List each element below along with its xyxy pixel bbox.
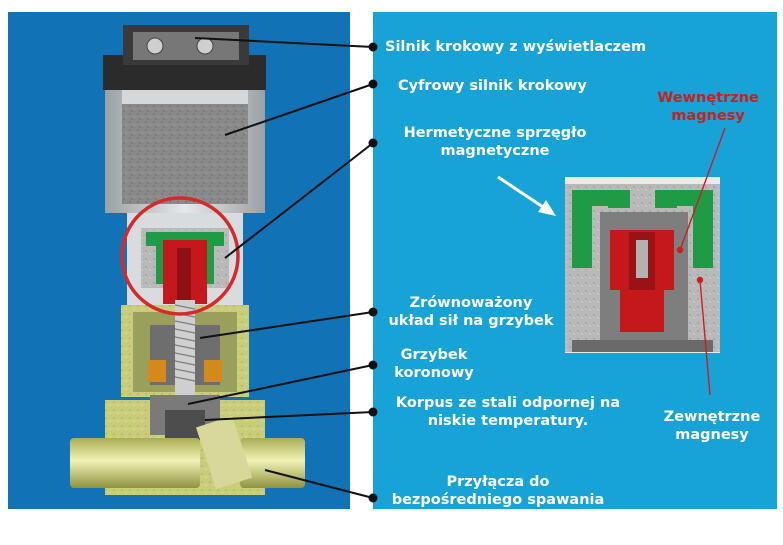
label-magnetic-coupling: Hermetyczne sprzęgło magnetyczne <box>386 124 604 160</box>
label-body-line2: niskie temperatury. <box>380 412 636 430</box>
label-inner-magnets: Wewnętrzne magnesy <box>648 89 768 125</box>
label-inner-line2: magnesy <box>648 107 768 125</box>
label-magnetic-coupling-line2: magnetyczne <box>386 142 604 160</box>
label-cone-line1: Grzybek <box>386 346 482 364</box>
label-crown-cone: Grzybek koronowy <box>386 346 482 382</box>
label-balanced-forces: Zrównoważony układ sił na grzybek <box>380 294 562 330</box>
label-conn-line2: bezpośredniego spawania <box>380 491 616 509</box>
label-inner-line1: Wewnętrzne <box>648 89 768 107</box>
label-outer-magnets: Zewnętrzne magnesy <box>652 408 772 444</box>
label-magnetic-coupling-line1: Hermetyczne sprzęgło <box>386 124 604 142</box>
label-body-line1: Korpus ze stali odpornej na <box>380 394 636 412</box>
label-body-steel: Korpus ze stali odpornej na niskie tempe… <box>380 394 636 430</box>
label-balanced-line1: Zrównoważony <box>380 294 562 312</box>
label-stepper-display: Silnik krokowy z wyświetlaczem <box>385 38 646 56</box>
label-outer-line1: Zewnętrzne <box>652 408 772 426</box>
label-cone-line2: koronowy <box>386 364 482 382</box>
label-balanced-line2: układ sił na grzybek <box>380 312 562 330</box>
label-digital-stepper: Cyfrowy silnik krokowy <box>398 77 587 95</box>
label-weld-connections: Przyłącza do bezpośredniego spawania <box>380 473 616 509</box>
label-outer-line2: magnesy <box>652 426 772 444</box>
label-conn-line1: Przyłącza do <box>380 473 616 491</box>
